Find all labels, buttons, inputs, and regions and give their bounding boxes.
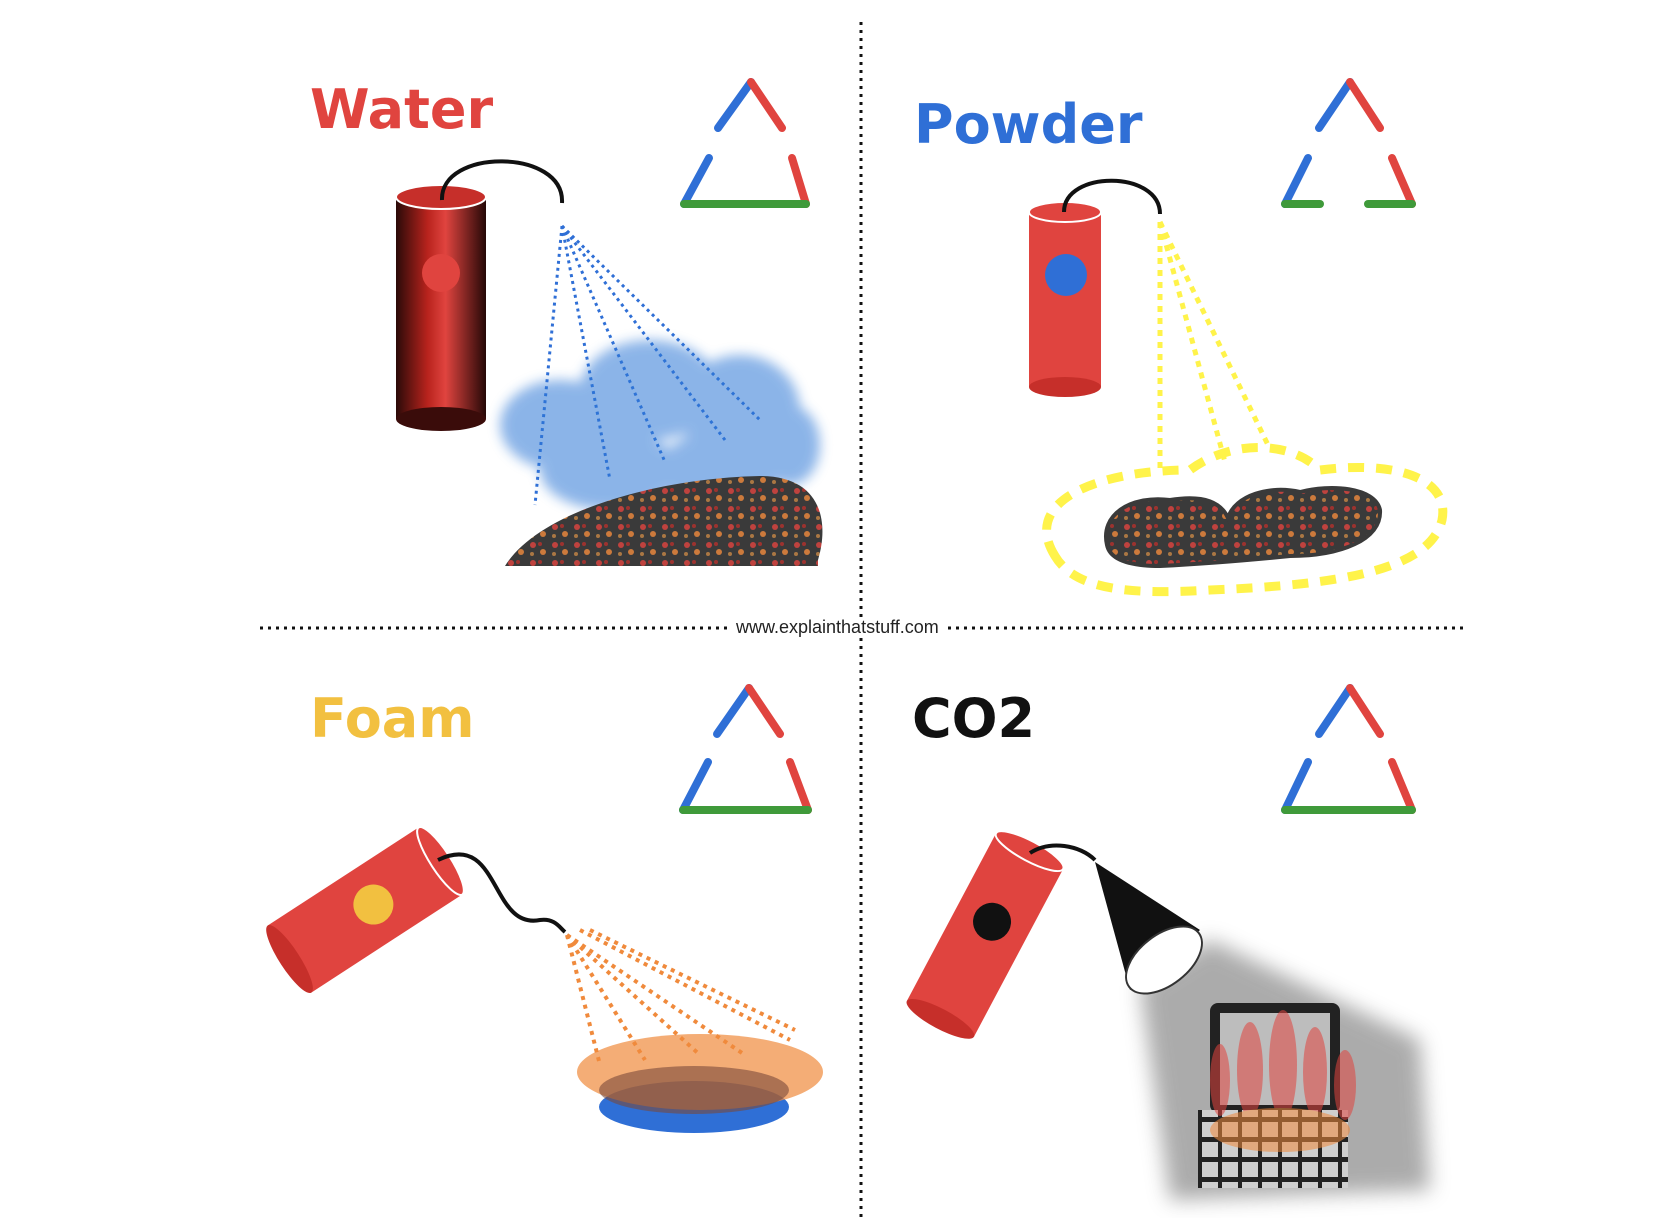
water-label: Water: [310, 83, 493, 137]
co2-panel: [902, 688, 1430, 1200]
powder-spray: [1160, 222, 1268, 470]
fire-triangle-icon: [1285, 82, 1412, 204]
water-panel: [396, 82, 822, 566]
fire-icon: [577, 1034, 823, 1133]
fire-triangle-icon: [1285, 688, 1412, 810]
site-credit: www.explainthatstuff.com: [732, 618, 943, 636]
extinguisher-icon: [1029, 181, 1160, 397]
foam-label: Foam: [310, 692, 475, 746]
powder-panel: [1029, 82, 1443, 592]
extinguisher-icon: [902, 824, 1068, 1045]
powder-label: Powder: [914, 98, 1142, 152]
fire-triangle-icon: [683, 688, 808, 810]
co2-label: CO2: [912, 692, 1035, 746]
fire-icon: [1106, 488, 1380, 566]
fire-triangle-icon: [684, 82, 806, 204]
extinguisher-icon: [259, 822, 470, 998]
foam-panel: [259, 688, 823, 1133]
